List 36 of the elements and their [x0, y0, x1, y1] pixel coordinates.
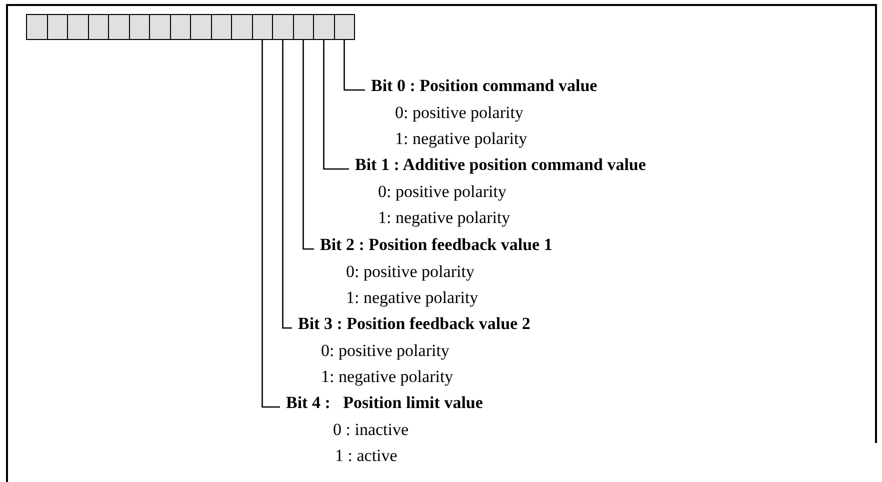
bit-cell — [272, 14, 294, 40]
bit-value-text: 0 : inactive — [333, 418, 410, 440]
bit-cell — [210, 14, 232, 40]
bit-value-text: 0: positive polarity — [346, 260, 476, 283]
leader-line — [344, 40, 365, 91]
bit-cell — [149, 14, 170, 40]
bit-heading: Bit 2 : Position feedback value 1 — [320, 234, 552, 256]
bit-cell — [26, 14, 48, 40]
bit-value-text: 0: positive polarity — [378, 180, 508, 203]
leader-line — [262, 40, 280, 408]
bit-cell — [67, 14, 88, 40]
bit-value-text: 1: negative polarity — [395, 128, 528, 150]
bit-cell — [252, 14, 273, 40]
bit-heading: Bit 1 : Additive position command value — [355, 154, 646, 176]
bit-heading: Bit 3 : Position feedback value 2 — [298, 313, 530, 335]
bit-value-text: 1: negative polarity — [346, 287, 480, 309]
bit-heading: Bit 4 : Position limit value — [286, 392, 483, 414]
bit-cell — [231, 14, 252, 40]
bit-heading: Bit 0 : Position command value — [371, 75, 598, 97]
leader-line — [282, 40, 292, 329]
bit-cell — [190, 14, 212, 40]
leader-line — [302, 40, 314, 250]
bit-cell — [88, 14, 109, 40]
bit-cell — [170, 14, 191, 40]
bit-value-text: 0: positive polarity — [395, 102, 524, 124]
bit-cell — [46, 14, 68, 40]
bit-cell — [292, 14, 314, 40]
leader-line — [323, 40, 349, 170]
bit-value-text: 1: negative polarity — [321, 366, 454, 388]
bit-value-text: 1 : active — [335, 445, 398, 467]
bit-value-text: 0: positive polarity — [321, 340, 450, 362]
bit-cell — [334, 14, 355, 40]
bit-cell — [313, 14, 334, 40]
bit-cell — [108, 14, 130, 40]
bit-value-text: 1: negative polarity — [378, 207, 512, 229]
bit-cell — [128, 14, 150, 40]
